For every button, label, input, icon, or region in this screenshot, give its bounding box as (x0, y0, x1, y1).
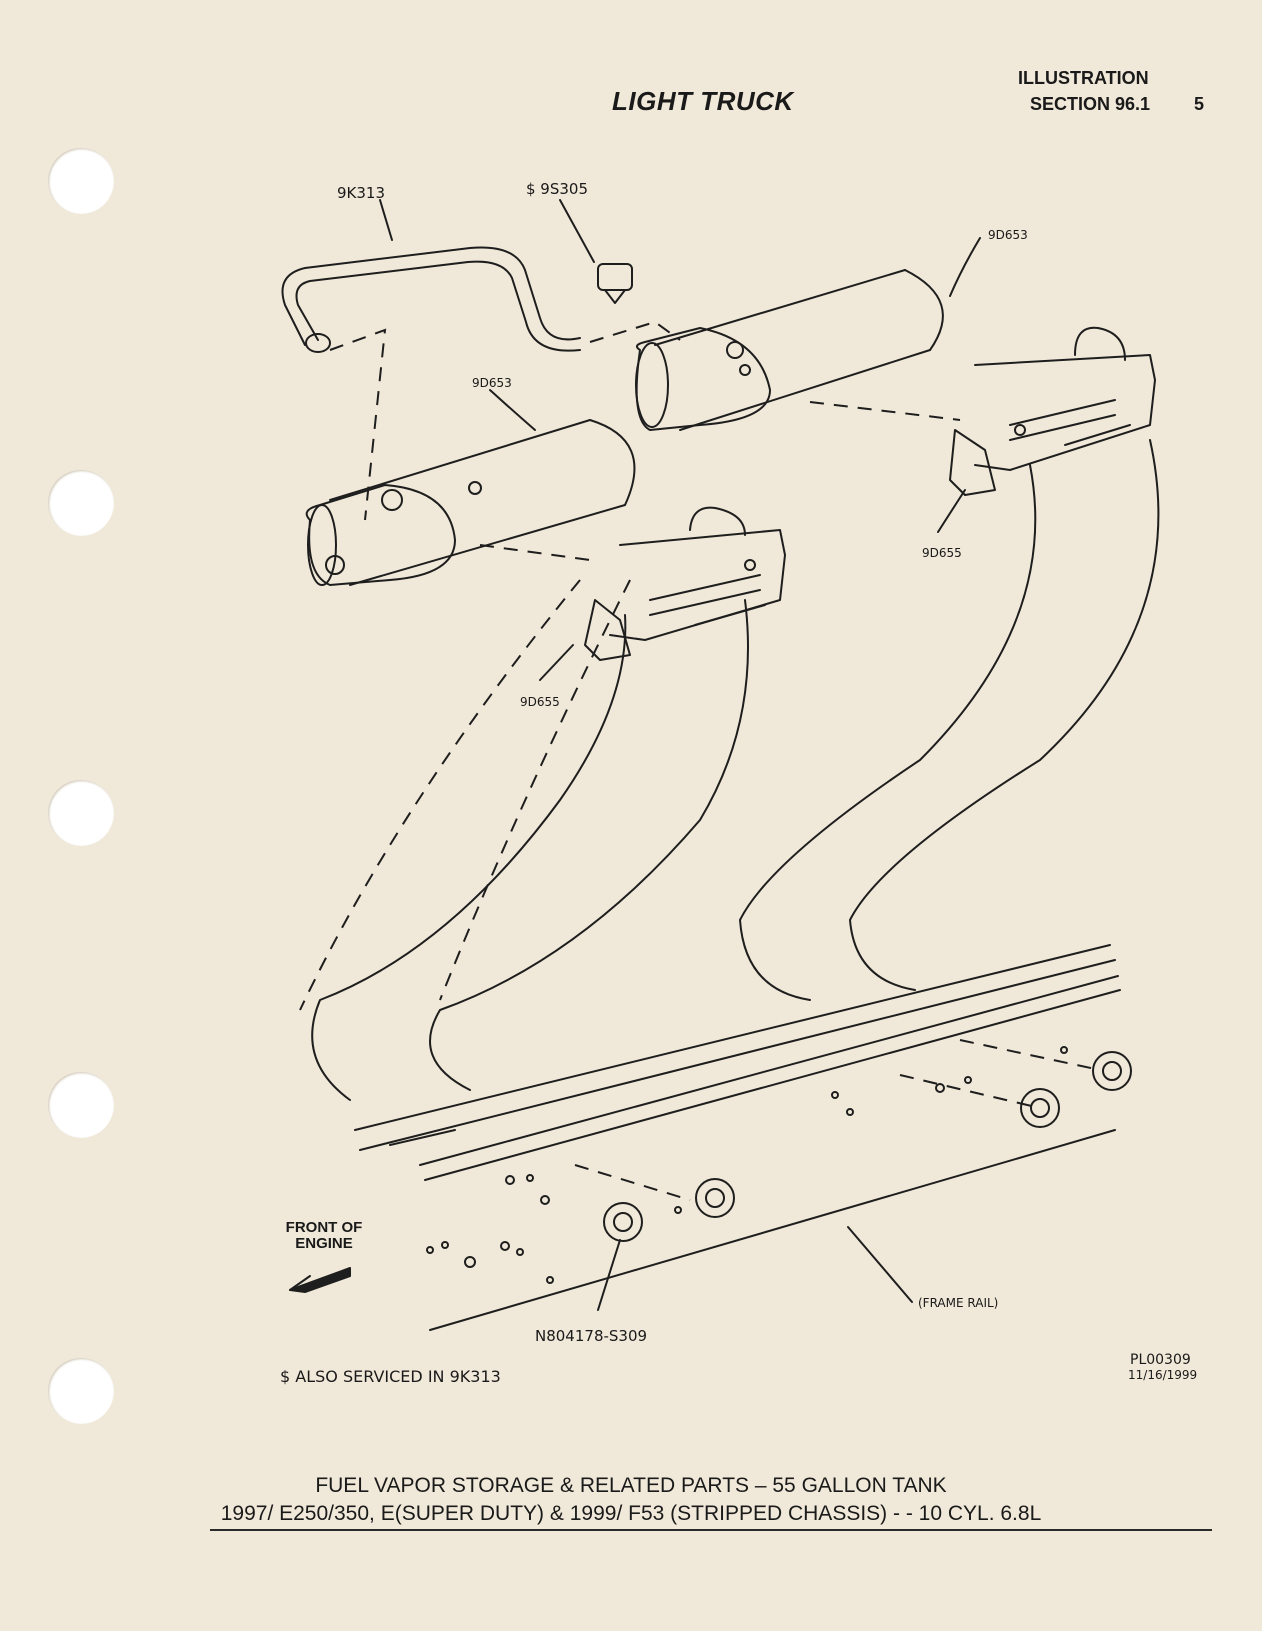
binder-hole (48, 1358, 114, 1424)
callout-nut: N804178-S309 (535, 1327, 648, 1345)
front-of-engine-label: FRONT OF ENGINE (285, 1219, 363, 1252)
page-title: LIGHT TRUCK (612, 86, 794, 116)
binder-hole (48, 780, 114, 846)
callout-9d655-right: 9D655 (922, 546, 962, 560)
vapor-valve (597, 263, 633, 304)
callout-9d653-lower: 9D653 (472, 376, 512, 390)
service-note: $ ALSO SERVICED IN 9K313 (280, 1367, 501, 1386)
illustration-label: ILLUSTRATION (1018, 68, 1149, 88)
bracket-left (584, 506, 786, 661)
binder-hole (48, 1072, 114, 1138)
drawing-code: PL00309 (1130, 1352, 1191, 1368)
page-number: 5 (1194, 94, 1205, 114)
section-label: SECTION 96.1 (1030, 94, 1151, 114)
footer-rule (210, 1529, 1212, 1531)
binder-hole (48, 148, 114, 214)
nut-1 (603, 1202, 643, 1242)
canister-lower (305, 419, 636, 586)
footer-line-1: FUEL VAPOR STORAGE & RELATED PARTS – 55 … (315, 1474, 947, 1497)
callout-9d655-left: 9D655 (520, 695, 560, 709)
page-edge (1262, 0, 1275, 1631)
callout-9d653-upper: 9D653 (988, 228, 1028, 242)
canister-upper (635, 269, 944, 431)
nut-3 (1020, 1088, 1060, 1128)
binder-hole (48, 470, 114, 536)
nut-4 (1092, 1051, 1132, 1091)
callout-frame-rail: (FRAME RAIL) (918, 1296, 999, 1310)
nut-2 (695, 1178, 735, 1218)
drawing-date: 11/16/1999 (1128, 1368, 1198, 1382)
bracket-right (949, 326, 1156, 496)
footer-line-2: 1997/ E250/350, E(SUPER DUTY) & 1999/ F5… (220, 1502, 1042, 1525)
frame-rail (354, 944, 1121, 1331)
front-of-engine-arrow-icon (289, 1267, 351, 1293)
vapor-tube (281, 246, 581, 353)
callout-9s305: $ 9S305 (526, 180, 589, 198)
callout-9k313: 9K313 (337, 184, 386, 202)
